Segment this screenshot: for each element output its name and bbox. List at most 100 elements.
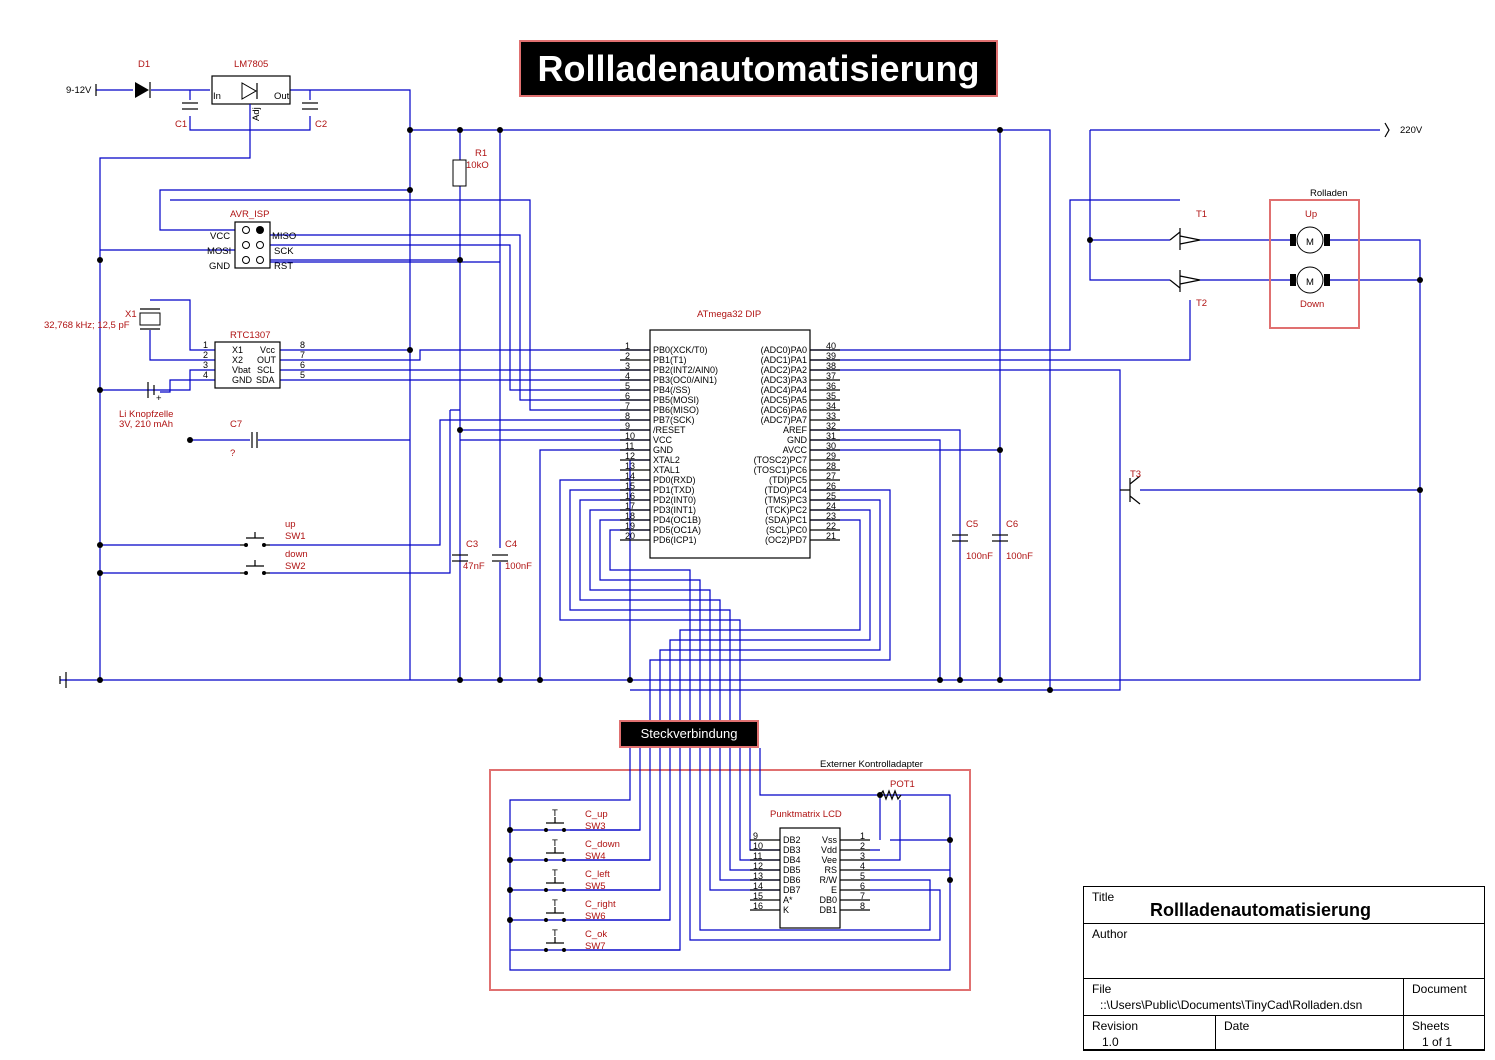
rtc-chip-body bbox=[214, 341, 281, 389]
r1-value: 10kO bbox=[466, 160, 489, 171]
lcd-pin-name: R/W bbox=[820, 875, 838, 885]
rtc-pin-x2: X2 bbox=[232, 355, 243, 365]
lcd-body bbox=[779, 827, 841, 929]
lcd-pin-number: 6 bbox=[860, 881, 865, 891]
sheets-cell-value: 1 of 1 bbox=[1422, 1035, 1453, 1049]
mains-label: 220V bbox=[1400, 125, 1423, 136]
author-cell-label: Author bbox=[1092, 927, 1128, 941]
mcu-label: ATmega32 DIP bbox=[697, 309, 761, 320]
mcu-pin-name: VCC bbox=[653, 435, 673, 445]
rtc-pin-gnd: GND bbox=[232, 375, 253, 385]
rtc-pinnum: 1 bbox=[203, 340, 208, 350]
avr-isp-header: AVR_ISP VCC MOSI GND MISO SCK RST bbox=[100, 189, 650, 411]
rtc-pinnum: 3 bbox=[203, 360, 208, 370]
mcu-pin-number: 9 bbox=[625, 421, 630, 431]
svg-text:+: + bbox=[156, 393, 162, 404]
sheets-cell: Sheets 1 of 1 bbox=[1403, 1015, 1485, 1051]
mcu-pin-number: 36 bbox=[826, 381, 836, 391]
mcu-pin-name: PB6(MISO) bbox=[653, 405, 699, 415]
t2-transistor bbox=[1169, 270, 1201, 292]
mcu-pin-name: (ADC4)PA4 bbox=[761, 385, 807, 395]
sw1-label: SW1 bbox=[285, 531, 306, 542]
mcu-pin-name: (ADC0)PA0 bbox=[761, 345, 807, 355]
lcd-pin-number: 15 bbox=[753, 891, 763, 901]
wire-junction bbox=[1417, 277, 1423, 283]
lcd-pin-name: DB2 bbox=[783, 835, 801, 845]
mcu-pin-name: XTAL2 bbox=[653, 455, 680, 465]
mcu-pin-number: 8 bbox=[625, 411, 630, 421]
mcu-pin-name: (SDA)PC1 bbox=[765, 515, 807, 525]
lcd-pin-number: 4 bbox=[860, 861, 865, 871]
mcu-pin-name: PD6(ICP1) bbox=[653, 535, 697, 545]
mcu-pin-number: 12 bbox=[625, 451, 635, 461]
mcu-pin-number: 27 bbox=[826, 471, 836, 481]
pushbutton-letter: T bbox=[552, 898, 558, 909]
wire-junction bbox=[507, 917, 513, 923]
lcd-pin-name: Vss bbox=[822, 835, 838, 845]
mcu-pin-name: PB5(MOSI) bbox=[653, 395, 699, 405]
mcu-pin-name: PD1(TXD) bbox=[653, 485, 695, 495]
lcd-pin-name: DB5 bbox=[783, 865, 801, 875]
title-cell-label: Title bbox=[1092, 890, 1115, 904]
file-cell-value: ::\Users\Public\Documents\TinyCad\Rollad… bbox=[1100, 998, 1363, 1012]
mcu-pin-name: (TOSC2)PC7 bbox=[754, 455, 807, 465]
junctions bbox=[97, 127, 1423, 923]
sw6-name: C_right bbox=[585, 899, 616, 910]
mcu-pin-name: (TMS)PC3 bbox=[765, 495, 808, 505]
mcu-body bbox=[649, 329, 811, 559]
power-supply-section: 9-12V D1 LM7805 In Out Adj C1 C2 bbox=[66, 59, 411, 680]
mcu-pin-number: 28 bbox=[826, 461, 836, 471]
mcu-pin-number: 29 bbox=[826, 451, 836, 461]
lcd-pin-number: 12 bbox=[753, 861, 763, 871]
isp-miso-pin: MISO bbox=[272, 231, 296, 242]
isp-connector-body bbox=[234, 221, 271, 269]
diode-d1-symbol bbox=[135, 82, 149, 98]
rtc-pinnum: 5 bbox=[300, 370, 305, 380]
sw7-label: SW7 bbox=[585, 941, 606, 952]
sw2-label: SW2 bbox=[285, 561, 306, 572]
lcd-pin-number: 2 bbox=[860, 841, 865, 851]
x1-label: X1 bbox=[125, 309, 137, 320]
mcu-pin-name: (TDI)PC5 bbox=[769, 475, 807, 485]
mcu-pin-number: 39 bbox=[826, 351, 836, 361]
mcu-pin-number: 34 bbox=[826, 401, 836, 411]
pushbutton-symbol: T bbox=[544, 898, 566, 922]
mcu-pin-number: 23 bbox=[826, 511, 836, 521]
mcu-pin-number: 6 bbox=[625, 391, 630, 401]
sw5-label: SW5 bbox=[585, 881, 606, 892]
c3-label: C3 bbox=[466, 539, 478, 550]
title-block: Title Rollladenautomatisierung Author Fi… bbox=[1083, 886, 1485, 1051]
wire-junction bbox=[97, 677, 103, 683]
c4-value: 100nF bbox=[505, 561, 532, 572]
lcd-pin-name: DB0 bbox=[819, 895, 837, 905]
mcu-pin-number: 4 bbox=[625, 371, 630, 381]
wire-junction bbox=[457, 427, 463, 433]
pushbutton-letter: T bbox=[552, 928, 558, 939]
mcu-pin-name: PB2(INT2/AIN0) bbox=[653, 365, 718, 375]
isp-rst-pin: RST bbox=[274, 261, 293, 272]
lcd-pin-name: K bbox=[783, 905, 789, 915]
sw1-name: up bbox=[285, 519, 296, 530]
mcu-pin-name: (ADC2)PA2 bbox=[761, 365, 807, 375]
wire-junction bbox=[507, 827, 513, 833]
lm7805-in-pin: In bbox=[213, 91, 221, 102]
pushbutton-letter: T bbox=[552, 838, 558, 849]
wire-junction bbox=[1047, 687, 1053, 693]
mcu-pin-name: (ADC3)PA3 bbox=[761, 375, 807, 385]
mcu-pin-number: 31 bbox=[826, 431, 836, 441]
isp-gnd-pin: GND bbox=[209, 261, 230, 272]
lcd-pin-name: DB6 bbox=[783, 875, 801, 885]
wire-junction bbox=[537, 677, 543, 683]
pushbutton-symbol: T bbox=[544, 808, 566, 832]
mcu-pin-number: 22 bbox=[826, 521, 836, 531]
mcu-pin-number: 37 bbox=[826, 371, 836, 381]
wire-junction bbox=[187, 437, 193, 443]
lm7805-adj-pin: Adj bbox=[251, 107, 262, 121]
wire-junction bbox=[457, 257, 463, 263]
sw3-name: C_up bbox=[585, 809, 608, 820]
mcu-pin-name: (OC2)PD7 bbox=[765, 535, 807, 545]
mcu-pin-number: 18 bbox=[625, 511, 635, 521]
